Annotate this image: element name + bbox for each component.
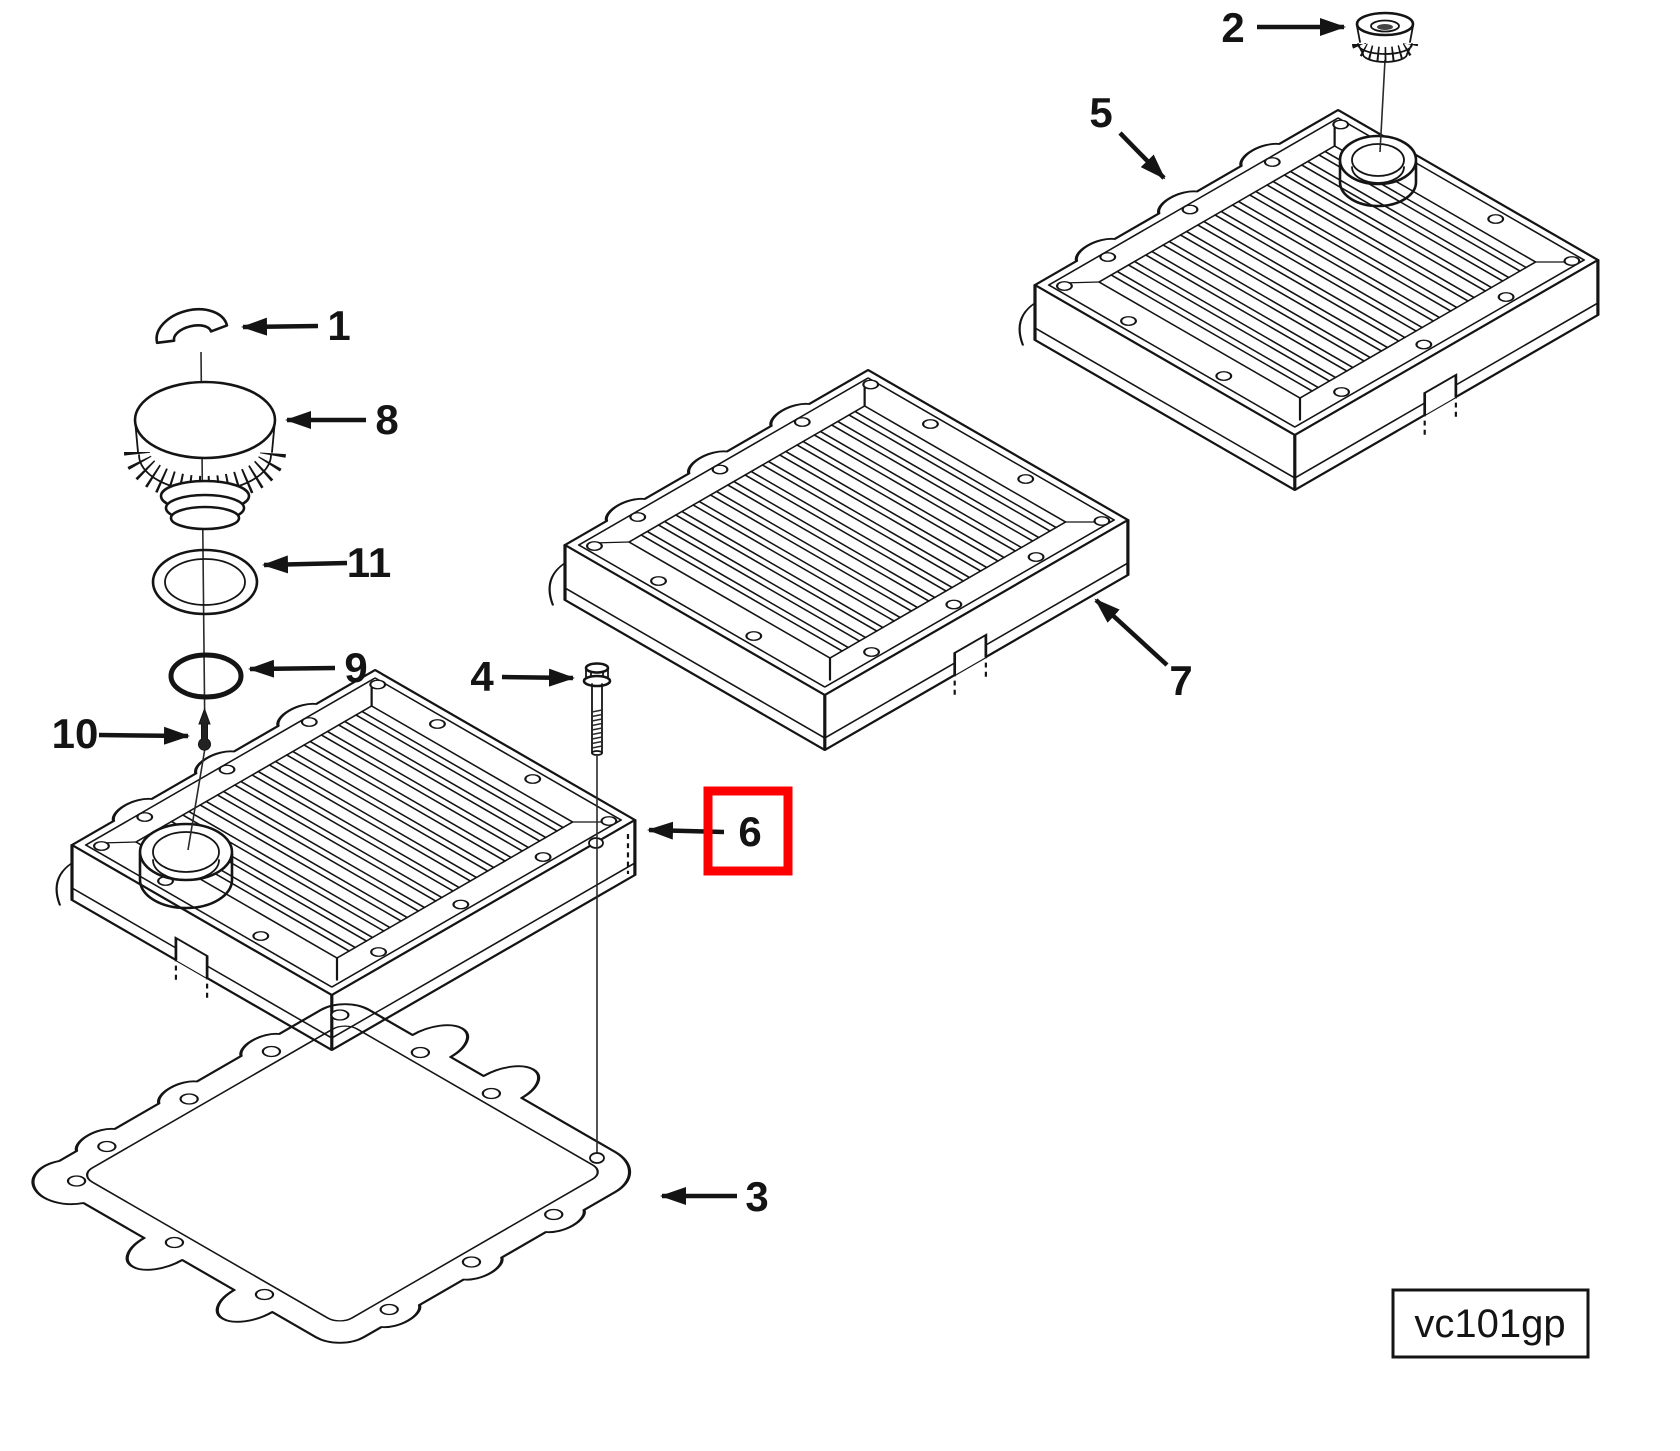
callout-2-label[interactable]: 2: [1221, 4, 1244, 51]
highlight-box: [703, 786, 793, 876]
callout-6-arrow: [647, 821, 725, 840]
callout-9-arrow: [248, 659, 336, 678]
part-10-pin: [198, 707, 211, 751]
callout-7-label[interactable]: 7: [1169, 657, 1192, 704]
callout-11-arrow: [262, 555, 348, 574]
callout-5-arrow: [1118, 131, 1166, 180]
figure-code-border: [1391, 1288, 1590, 1359]
callout-5-label[interactable]: 5: [1089, 89, 1112, 136]
part-6-cover: [4, 663, 685, 1058]
callout-1-label[interactable]: 1: [327, 302, 350, 349]
callout-9[interactable]: 9: [248, 644, 368, 691]
callout-4-arrow: [501, 668, 575, 687]
callout-7-arrow: [1094, 598, 1169, 667]
callout-8[interactable]: 8: [285, 396, 399, 443]
part-7-cover: [497, 363, 1178, 758]
part-6-filler-boss: [138, 822, 234, 910]
part-5-cover: [967, 103, 1648, 498]
callout-11[interactable]: 11: [262, 539, 391, 586]
part-8-filler-cap: [124, 380, 286, 531]
callout-2[interactable]: 2: [1221, 4, 1346, 51]
callout-7[interactable]: 7: [1094, 598, 1193, 704]
part-1-retainer-clip: [155, 307, 229, 345]
callout-10-arrow: [98, 726, 190, 745]
callout-6[interactable]: 6: [647, 786, 793, 876]
part-3-gasket: [31, 1003, 632, 1344]
callout-6-label[interactable]: 6: [738, 808, 761, 855]
callout-1-arrow: [241, 317, 319, 336]
callout-10[interactable]: 10: [52, 710, 190, 757]
figure-code-box: vc101gp: [1391, 1288, 1590, 1359]
callout-1[interactable]: 1: [241, 302, 351, 349]
callout-4-label[interactable]: 4: [470, 653, 494, 700]
part-9-o-ring: [168, 652, 244, 700]
part-5-filler-boss: [1338, 134, 1418, 208]
callout-3[interactable]: 3: [660, 1173, 769, 1220]
callout-11-label[interactable]: 11: [347, 539, 391, 586]
callout-9-label[interactable]: 9: [344, 644, 367, 691]
part-4-bolt: [582, 662, 612, 1164]
callout-5[interactable]: 5: [1089, 89, 1166, 180]
part-11-seal-ring: [151, 548, 259, 616]
callout-4[interactable]: 4: [470, 653, 575, 700]
figure-code-text: vc101gp: [1414, 1302, 1565, 1346]
callout-3-label[interactable]: 3: [745, 1173, 768, 1220]
callout-10-label[interactable]: 10: [52, 710, 99, 757]
callout-8-label[interactable]: 8: [375, 396, 398, 443]
part-2-cap: [1352, 11, 1418, 153]
